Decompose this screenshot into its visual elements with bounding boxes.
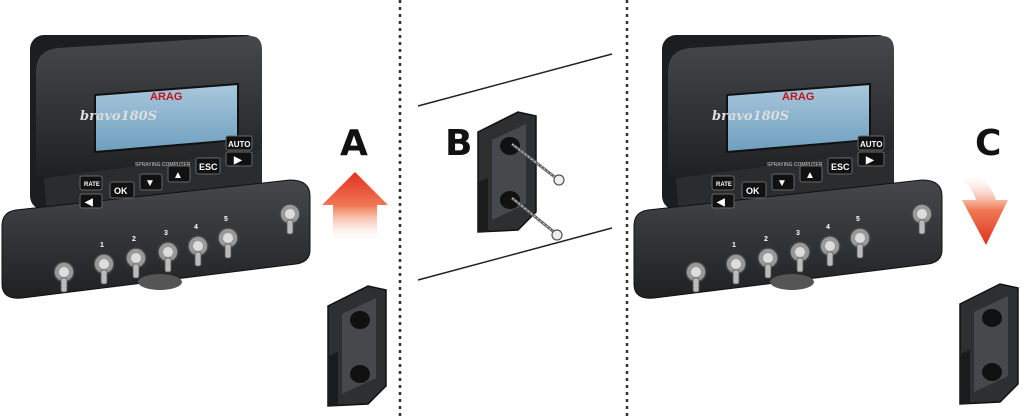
device-c: bravo180S ARAG SPRAYING COMPUTER RATE ◀ …: [633, 34, 943, 300]
panel-b: B: [417, 53, 613, 281]
section-5-label: 5: [856, 216, 860, 223]
auto-key: [225, 135, 253, 151]
bracket-c: [959, 283, 1019, 405]
step-letter-c: C: [975, 123, 1001, 164]
device-a: bravo180S ARAG SPRAYING COMPUTER RATE ◀ …: [1, 34, 311, 300]
svg-text:◀: ◀: [716, 197, 725, 208]
screw-top-icon: [511, 142, 565, 186]
auto-key: [857, 135, 885, 151]
section-2-label: 2: [764, 236, 768, 243]
svg-text:▼: ▼: [777, 178, 787, 189]
section-4-label: 4: [194, 224, 198, 231]
model-label: bravo180S: [80, 109, 157, 124]
step-letter-b: B: [445, 123, 472, 164]
panel-a: bravo180S ARAG SPRAYING COMPUTER RATE ◀ …: [1, 34, 388, 407]
bracket-b: [477, 111, 537, 233]
surface-line-bottom: [417, 227, 613, 281]
esc-key: [195, 157, 221, 175]
right-key: [225, 151, 253, 167]
ok-key-label: OK: [114, 186, 128, 196]
screw-bottom-icon: [511, 196, 563, 241]
up-key: [799, 165, 823, 183]
subtitle-label: SPRAYING COMPUTER: [135, 162, 191, 168]
ok-key: [109, 181, 135, 199]
rate-key-label: RATE: [716, 182, 732, 188]
svg-text:▲: ▲: [173, 170, 183, 181]
left-key: [711, 193, 735, 209]
rate-key-label: RATE: [84, 182, 100, 188]
esc-key-label: ESC: [199, 162, 218, 172]
down-key: [139, 173, 163, 191]
ok-key: [741, 181, 767, 199]
section-5-label: 5: [224, 216, 228, 223]
arrow-down-icon: [962, 175, 1008, 245]
model-label: bravo180S: [712, 109, 789, 124]
arrow-up-icon: [322, 172, 388, 240]
svg-text:▲: ▲: [805, 170, 815, 181]
section-3-label: 3: [164, 230, 168, 237]
down-key: [771, 173, 795, 191]
panel-c: bravo180S ARAG SPRAYING COMPUTER RATE ◀ …: [633, 34, 1019, 405]
brand-label: ARAG: [782, 91, 814, 103]
brand-label: ARAG: [150, 91, 182, 103]
section-3-label: 3: [796, 230, 800, 237]
step-letter-a: A: [340, 123, 368, 164]
section-1-label: 1: [732, 242, 736, 249]
esc-key: [827, 157, 853, 175]
ok-key-label: OK: [746, 186, 760, 196]
auto-key-label: AUTO: [860, 140, 883, 149]
right-key: [857, 151, 885, 167]
svg-text:▶: ▶: [233, 155, 243, 166]
bracket-a: [327, 285, 387, 407]
svg-text:▼: ▼: [145, 178, 155, 189]
auto-key-label: AUTO: [228, 140, 251, 149]
left-key: [79, 193, 103, 209]
esc-key-label: ESC: [831, 162, 850, 172]
up-key: [167, 165, 191, 183]
svg-text:◀: ◀: [84, 197, 93, 208]
section-4-label: 4: [826, 224, 830, 231]
section-2-label: 2: [132, 236, 136, 243]
svg-text:▶: ▶: [865, 155, 875, 166]
subtitle-label: SPRAYING COMPUTER: [767, 162, 823, 168]
surface-line-top: [417, 53, 613, 107]
section-1-label: 1: [100, 242, 104, 249]
